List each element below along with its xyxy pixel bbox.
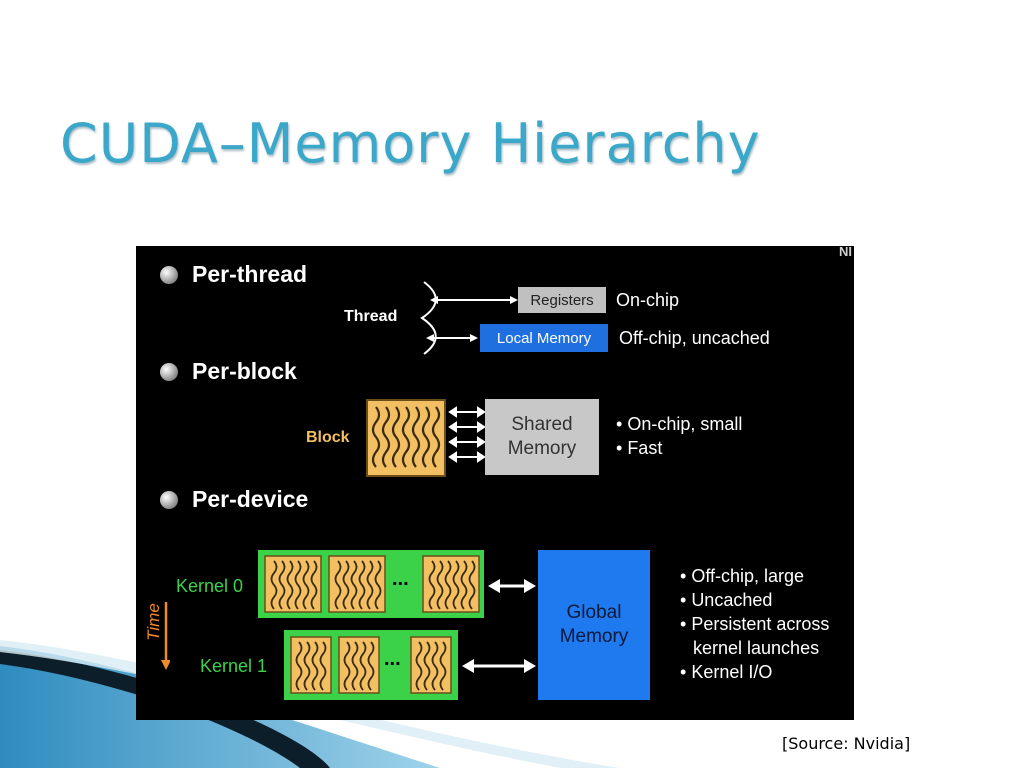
per-block-note-2: • Fast <box>616 438 663 458</box>
bullet-icon <box>160 266 178 284</box>
per-block-note-2-text: Fast <box>627 438 663 458</box>
per-device-note-2-text: Uncached <box>691 590 773 610</box>
per-device-note-4: • Kernel I/O <box>680 662 773 682</box>
per-block-heading: Per-block <box>192 358 297 384</box>
kernel0-block-2-icon <box>328 555 386 613</box>
block-label: Block <box>306 429 350 446</box>
kernel1-ellipsis: ... <box>384 648 401 670</box>
registers-note: On-chip <box>616 290 680 310</box>
kernel0-label: Kernel 0 <box>176 576 244 596</box>
time-arrow <box>161 602 170 670</box>
bullet-icon <box>160 491 178 509</box>
shared-memory-box: Shared Memory <box>485 399 599 475</box>
kernel1-label: Kernel 1 <box>200 656 268 676</box>
kernel0-block-1-icon <box>264 555 322 613</box>
per-block-note-1: • On-chip, small <box>616 414 743 434</box>
kernel0-block-3-icon <box>422 555 480 613</box>
time-label: Time <box>144 603 163 641</box>
per-device-note-3-text: Persistent across <box>691 614 830 634</box>
per-device-note-1-text: Off-chip, large <box>691 566 805 586</box>
per-device-note-3: • Persistent across <box>680 614 830 634</box>
thread-block-icon <box>366 399 446 477</box>
global-memory-line1: Global <box>566 602 622 623</box>
global-memory-line2: Memory <box>559 626 629 647</box>
registers-label: Registers <box>530 291 594 309</box>
block-to-shared-arrows <box>448 406 486 463</box>
source-note: [Source: Nvidia] <box>782 734 911 753</box>
kernel1-global-arrow <box>462 659 536 673</box>
shared-memory-line1: Shared <box>511 414 573 435</box>
kernel1-block-3-icon <box>410 636 452 694</box>
per-device-heading: Per-device <box>192 486 309 512</box>
local-memory-note: Off-chip, uncached <box>619 328 770 348</box>
local-memory-label: Local Memory <box>496 329 592 347</box>
per-device-note-2: • Uncached <box>680 590 773 610</box>
per-device-note-3-cont: kernel launches <box>693 638 820 658</box>
bullet-icon <box>160 363 178 381</box>
local-memory-box: Local Memory <box>480 324 608 352</box>
kernel1-block-2-icon <box>338 636 380 694</box>
kernel0-global-arrow <box>488 579 536 593</box>
top-right-fragment: NI <box>839 244 852 259</box>
global-memory-box: Global Memory <box>538 550 650 700</box>
slide-title: CUDA–Memory Hierarchy <box>60 112 761 175</box>
shared-memory-line2: Memory <box>507 438 577 459</box>
kernel0-ellipsis: ... <box>392 568 409 590</box>
per-block-note-1-text: On-chip, small <box>627 414 743 434</box>
thread-brace-and-arrows <box>420 281 518 355</box>
per-device-note-1: • Off-chip, large <box>680 566 805 586</box>
per-thread-heading: Per-thread <box>192 261 308 287</box>
registers-box: Registers <box>518 287 606 313</box>
per-device-note-4-text: Kernel I/O <box>691 662 773 682</box>
kernel1-block-1-icon <box>290 636 332 694</box>
thread-label: Thread <box>344 308 398 325</box>
memory-hierarchy-figure: NI Per-thread Thread Registers On-chip L… <box>136 244 854 720</box>
